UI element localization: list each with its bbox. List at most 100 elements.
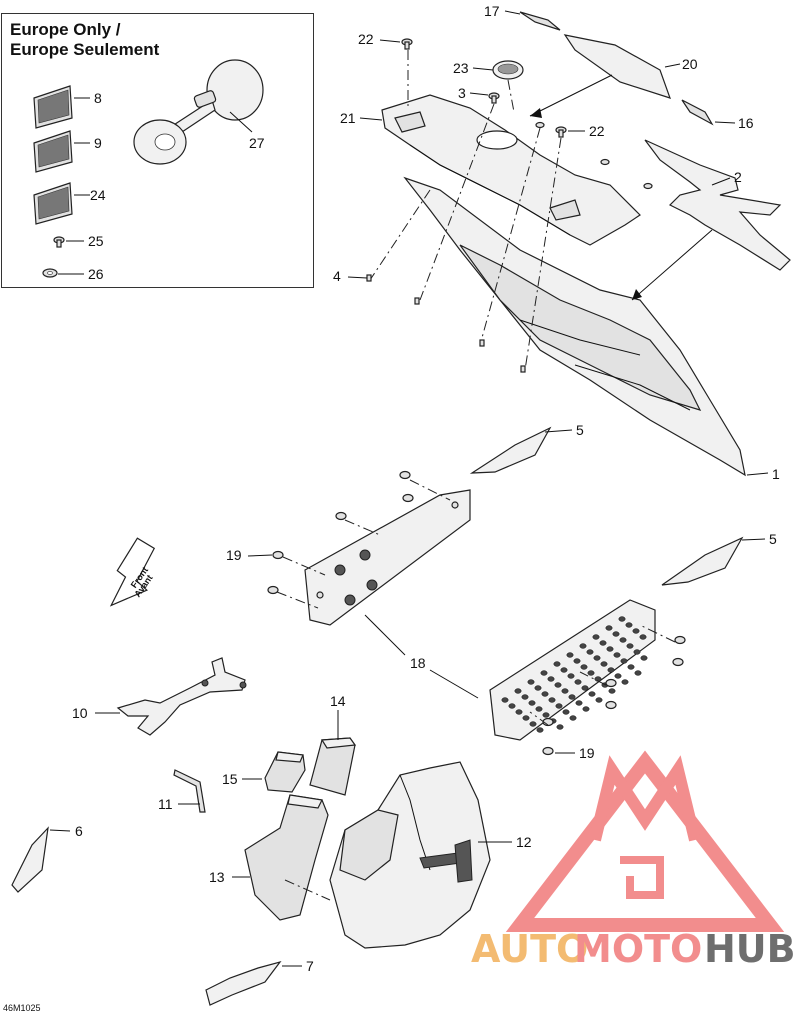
callout-leaders	[49, 10, 769, 967]
callout-11: 11	[158, 796, 173, 812]
footrest-stud	[574, 679, 582, 685]
footrest-stud	[607, 667, 615, 673]
footrest-stud	[634, 670, 642, 676]
screw-3	[488, 92, 500, 104]
decal-7	[205, 960, 282, 1006]
decal-6	[11, 826, 49, 893]
callout-5-lower: 5	[769, 531, 777, 547]
footrest-stud	[632, 628, 640, 634]
footrest-plate-right	[489, 599, 656, 741]
footrest-stud	[529, 721, 537, 727]
footrest-stud	[605, 625, 613, 631]
reflector-24	[33, 182, 73, 225]
callout-3: 3	[458, 85, 466, 101]
inset-parts	[33, 59, 264, 278]
inset-title-line2: Europe Seulement	[10, 40, 160, 59]
footrest-stud	[547, 676, 555, 682]
callout-13: 13	[209, 869, 225, 885]
footrest-stud	[521, 694, 529, 700]
allen-key-11	[173, 769, 206, 813]
small-screws	[535, 121, 653, 190]
footrest-stud	[527, 679, 535, 685]
callout-10: 10	[72, 705, 88, 721]
storage-bin-12	[329, 761, 491, 949]
footrest-stud	[579, 643, 587, 649]
footrest-stud	[614, 673, 622, 679]
footrest-stud	[567, 673, 575, 679]
callout-14: 14	[330, 693, 346, 709]
reflector-8	[33, 85, 73, 129]
pad-14	[309, 737, 357, 796]
callout-6: 6	[75, 823, 83, 839]
footrest-stud	[508, 703, 516, 709]
decal-17	[519, 11, 561, 31]
europe-only-inset	[1, 13, 314, 288]
callout-23: 23	[453, 60, 469, 76]
callout-15: 15	[222, 771, 238, 787]
footrest-plate-left	[304, 489, 471, 626]
footrest-stud	[566, 652, 574, 658]
callout-22-right: 22	[589, 123, 605, 139]
footrest-stud	[528, 700, 536, 706]
callout-12: 12	[516, 834, 532, 850]
console-21	[381, 94, 641, 246]
screws-4	[366, 274, 526, 373]
logo-text-moto: MOTO	[574, 927, 702, 971]
footrest-stud	[522, 715, 530, 721]
reflector-9	[33, 130, 73, 173]
footrest-stud	[640, 655, 648, 661]
footrest-stud	[580, 664, 588, 670]
callout-18: 18	[410, 655, 426, 671]
footrest-stud	[620, 658, 628, 664]
footrest-stud	[573, 658, 581, 664]
footrest-stud	[553, 661, 561, 667]
callout-2: 2	[734, 169, 742, 185]
footrest-stud	[515, 709, 523, 715]
upper-panel-1	[403, 176, 746, 477]
callout-22-top: 22	[358, 31, 374, 47]
footrest-stud	[514, 688, 522, 694]
drawing-code: 46M1025	[3, 1003, 41, 1013]
callout-1: 1	[772, 466, 780, 482]
callout-16: 16	[738, 115, 754, 131]
footrest-stud	[606, 646, 614, 652]
callout-19-left: 19	[226, 547, 242, 563]
footrest-stud	[536, 727, 544, 733]
decal-16	[681, 99, 714, 126]
callout-5-upper: 5	[576, 422, 584, 438]
decal-20	[563, 34, 671, 99]
footrest-stud	[600, 661, 608, 667]
footrest-stud	[593, 655, 601, 661]
screw-22-right	[555, 126, 567, 138]
footrest-stud	[586, 649, 594, 655]
horn-27	[133, 59, 264, 165]
footrest-stud	[592, 634, 600, 640]
logo-text-hub: HUB	[704, 927, 796, 971]
callout-24: 24	[90, 187, 106, 203]
footrest-stud	[541, 691, 549, 697]
footrest-stud	[621, 679, 629, 685]
wrench-10	[116, 657, 247, 736]
footrest-stud	[560, 667, 568, 673]
inset-title-line1: Europe Only /	[10, 20, 121, 39]
footrest-stud	[581, 685, 589, 691]
callout-25: 25	[88, 233, 104, 249]
callout-19-right: 19	[579, 745, 595, 761]
footrest-stud	[548, 697, 556, 703]
footrest-stud	[555, 703, 563, 709]
footrest-stud	[575, 700, 583, 706]
callout-17: 17	[484, 3, 500, 19]
callout-4: 4	[333, 268, 341, 284]
logo-text-auto: AUTO	[471, 927, 588, 971]
footrest-stud	[619, 637, 627, 643]
footrest-stud	[599, 640, 607, 646]
screws-19	[267, 470, 686, 756]
footrest-stud	[625, 622, 633, 628]
cap-23	[492, 60, 524, 80]
screw-25	[53, 236, 65, 248]
inset-title: Europe Only / Europe Seulement	[10, 20, 159, 60]
footrest-stud	[542, 712, 550, 718]
footrest-stud	[627, 664, 635, 670]
callout-8: 8	[94, 90, 102, 106]
callout-27: 27	[249, 135, 265, 151]
